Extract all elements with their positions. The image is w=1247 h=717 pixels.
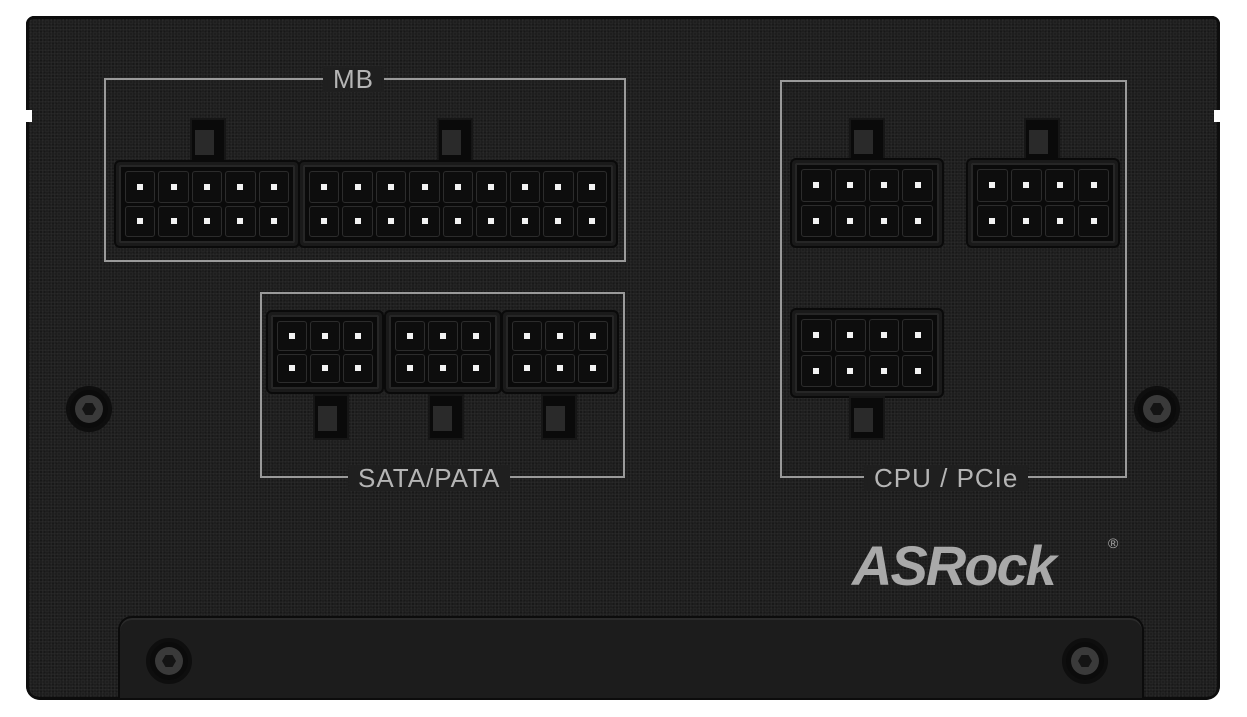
cpu-pcie-3-latch [849, 396, 885, 440]
screw-icon [1134, 386, 1180, 432]
pin [868, 319, 900, 352]
sata-2-latch [428, 394, 464, 440]
pin [545, 353, 575, 383]
pin [977, 204, 1008, 237]
pin [225, 171, 256, 203]
pin [191, 171, 223, 203]
pin [543, 171, 574, 203]
sata-3-connector[interactable] [503, 312, 617, 392]
pin [578, 353, 608, 383]
pin [428, 321, 458, 351]
sata-2-connector[interactable] [386, 312, 500, 392]
pin [543, 205, 574, 237]
pin [310, 353, 340, 383]
pin [461, 321, 491, 351]
cpu-pcie-1-latch [849, 118, 885, 162]
pin [343, 353, 373, 383]
pin [309, 205, 340, 237]
pin [395, 321, 425, 351]
pin [1078, 169, 1109, 202]
cpu-pcie-2-connector[interactable] [968, 160, 1118, 246]
pin [476, 171, 507, 203]
pin [375, 205, 407, 237]
sata-1-connector[interactable] [268, 312, 382, 392]
brand-logo: ASRock [852, 534, 1057, 597]
pin [576, 205, 607, 237]
pin [801, 319, 832, 352]
pin [509, 205, 541, 237]
mb-group-label: MB [323, 66, 384, 92]
sata-3-latch [541, 394, 577, 440]
pin [442, 171, 474, 203]
pin [902, 354, 933, 387]
pin [225, 205, 256, 237]
screw-icon [66, 386, 112, 432]
pin [834, 319, 866, 352]
pin [509, 171, 541, 203]
mb-18pin-connector[interactable] [300, 162, 616, 246]
pin [442, 205, 474, 237]
cpu-pcie-3-connector[interactable] [792, 310, 942, 396]
pin [158, 205, 189, 237]
pin [125, 205, 156, 237]
pin [343, 321, 373, 351]
pin [576, 171, 607, 203]
pin [1044, 204, 1076, 237]
pin [409, 205, 440, 237]
mb-10pin-latch [190, 118, 226, 164]
pin [395, 353, 425, 383]
pin [277, 321, 307, 351]
pin [125, 171, 156, 203]
right-notch [1214, 110, 1220, 122]
pin [834, 169, 866, 202]
pin [834, 354, 866, 387]
pin [342, 171, 373, 203]
pin [309, 171, 340, 203]
pin [801, 204, 832, 237]
cpu-pcie-group-label: CPU / PCIe [864, 465, 1029, 491]
pin [1078, 204, 1109, 237]
pin [545, 321, 575, 351]
pin [310, 321, 340, 351]
left-notch [26, 110, 32, 122]
pin [801, 354, 832, 387]
screw-icon [146, 638, 192, 684]
pin [868, 169, 900, 202]
pin [461, 353, 491, 383]
pin [977, 169, 1008, 202]
pin [158, 171, 189, 203]
pin [1044, 169, 1076, 202]
pin [868, 204, 900, 237]
pin [512, 321, 542, 351]
bottom-plate [118, 616, 1144, 698]
cpu-pcie-group-box [780, 80, 1127, 478]
pin [476, 205, 507, 237]
pin [902, 319, 933, 352]
pin [902, 204, 933, 237]
pin [258, 205, 289, 237]
pin [375, 171, 407, 203]
pin [1010, 204, 1042, 237]
sata-1-latch [313, 394, 349, 440]
mb-18pin-latch [437, 118, 473, 164]
screw-icon [1062, 638, 1108, 684]
cpu-pcie-2-latch [1024, 118, 1060, 162]
pin [428, 353, 458, 383]
pin [1010, 169, 1042, 202]
pin [868, 354, 900, 387]
pin [409, 171, 440, 203]
pin [801, 169, 832, 202]
pin [902, 169, 933, 202]
pin [191, 205, 223, 237]
registered-mark: ® [1108, 535, 1119, 551]
cpu-pcie-1-connector[interactable] [792, 160, 942, 246]
pin [277, 353, 307, 383]
pin [342, 205, 373, 237]
pin [512, 353, 542, 383]
pin [578, 321, 608, 351]
pin [258, 171, 289, 203]
pin [834, 204, 866, 237]
mb-10pin-connector[interactable] [116, 162, 298, 246]
sata-group-label: SATA/PATA [348, 465, 511, 491]
